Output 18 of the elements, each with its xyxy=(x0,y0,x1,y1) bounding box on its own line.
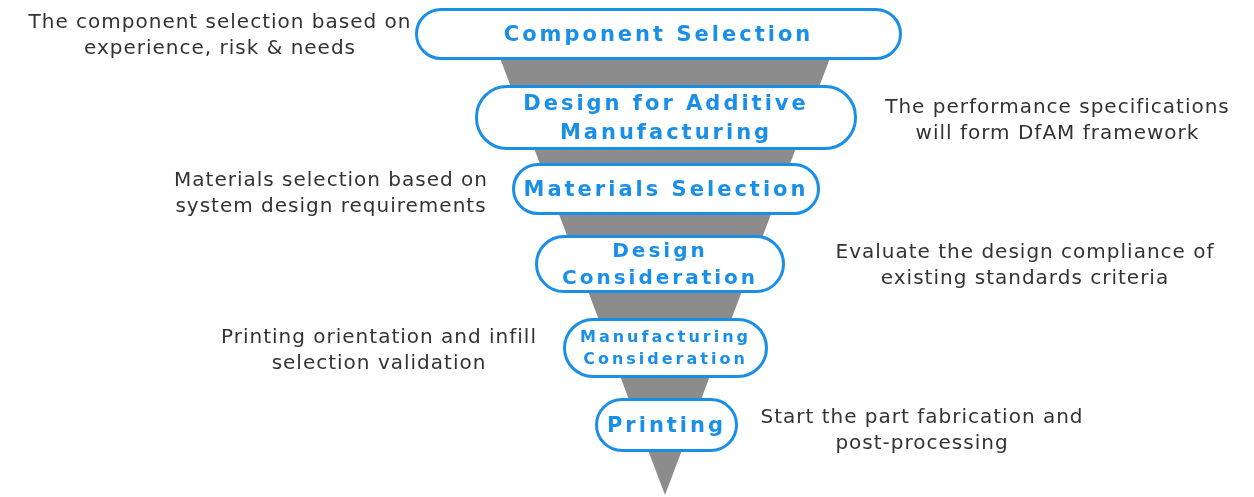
stage-box xyxy=(563,318,768,378)
description-text: Start the part fabrication and post-processing xyxy=(759,403,1085,455)
stage-box xyxy=(475,85,857,150)
stage-title: Manufacturing Consideration xyxy=(579,326,752,370)
stage-title: Design for Additive Manufacturing xyxy=(522,90,810,146)
stage-box xyxy=(595,398,738,452)
stage-title: Design Consideration xyxy=(560,237,760,291)
description-text: The component selection based on experience, risk & needs xyxy=(27,8,413,60)
stage-box xyxy=(535,235,785,293)
stage-box xyxy=(512,163,820,215)
stage-title: Component Selection xyxy=(503,20,814,48)
stage-title: Materials Selection xyxy=(523,175,809,203)
description-text: Printing orientation and infill selection validation xyxy=(220,323,538,375)
description-text: The performance specifications will form DfAM framework xyxy=(884,93,1231,145)
stage-box xyxy=(415,8,902,60)
stage-title: Printing xyxy=(606,411,727,439)
description-text: Materials selection based on system design requirements xyxy=(173,166,489,218)
description-text: Evaluate the design compliance of existing standards criteria xyxy=(834,238,1216,290)
